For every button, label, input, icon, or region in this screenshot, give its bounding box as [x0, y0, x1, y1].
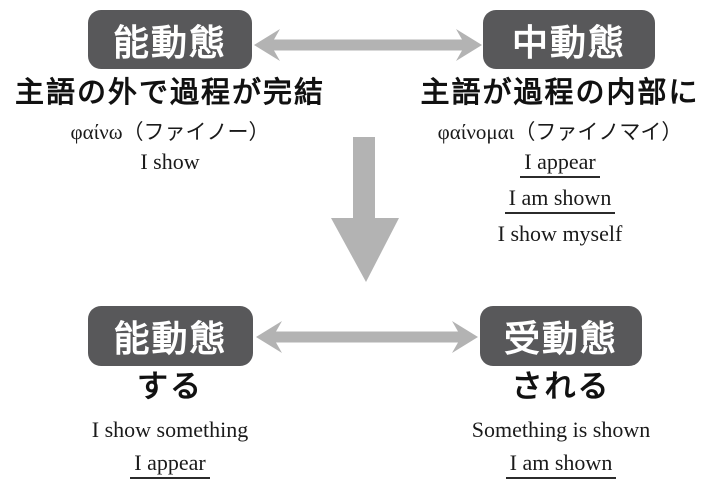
active-top-examples: I show: [0, 148, 340, 175]
down-arrow-shape: [331, 137, 399, 282]
down-arrow-icon: [331, 137, 399, 282]
active-bottom-examples: I show something I appear: [0, 416, 340, 479]
example-text-underlined: I am shown: [505, 449, 617, 479]
active-voice-box-top-label: 能動態: [112, 21, 227, 63]
example-line: Something is shown: [391, 416, 719, 443]
active-greek-word: φαίνω（ファイノー）: [70, 120, 270, 144]
example-line: I show: [0, 148, 340, 175]
middle-examples: I appear I am shown I show myself: [400, 148, 719, 247]
passive-voice-box-label: 受動態: [503, 318, 618, 359]
middle-voice-box: 中動態: [483, 10, 655, 69]
top-double-arrow-icon: [254, 29, 482, 61]
example-line: I am shown: [391, 449, 719, 479]
middle-description: 主語が過程の内部に: [420, 77, 700, 109]
example-text-underlined: I appear: [130, 449, 210, 479]
passive-voice-box: 受動態: [480, 306, 642, 366]
middle-greek-word: φαίνομαι（ファイノマイ）: [437, 120, 683, 144]
example-line: I show something: [0, 416, 340, 443]
example-text: Something is shown: [471, 417, 651, 442]
example-text-underlined: I appear: [520, 148, 600, 178]
passive-description: される: [511, 369, 611, 404]
example-text: I show myself: [497, 221, 623, 246]
example-text-underlined: I am shown: [504, 184, 616, 214]
example-text: I show something: [91, 417, 249, 442]
example-text: I show: [140, 149, 200, 174]
active-voice-box-top: 能動態: [88, 10, 252, 69]
example-line: I appear: [400, 148, 719, 178]
bottom-double-arrow-icon: [256, 321, 478, 353]
top-double-arrow-shape: [254, 29, 482, 61]
active-top-description: 主語の外で過程が完結: [14, 77, 325, 109]
active-voice-box-bottom-label: 能動態: [113, 318, 228, 359]
example-line: I am shown: [400, 184, 719, 214]
passive-examples: Something is shown I am shown: [391, 416, 719, 479]
middle-voice-box-label: 中動態: [511, 21, 626, 63]
bottom-double-arrow-shape: [256, 321, 478, 353]
active-bottom-description: する: [137, 369, 203, 404]
example-line: I appear: [0, 449, 340, 479]
example-line: I show myself: [400, 220, 719, 247]
active-voice-box-bottom: 能動態: [88, 306, 253, 366]
